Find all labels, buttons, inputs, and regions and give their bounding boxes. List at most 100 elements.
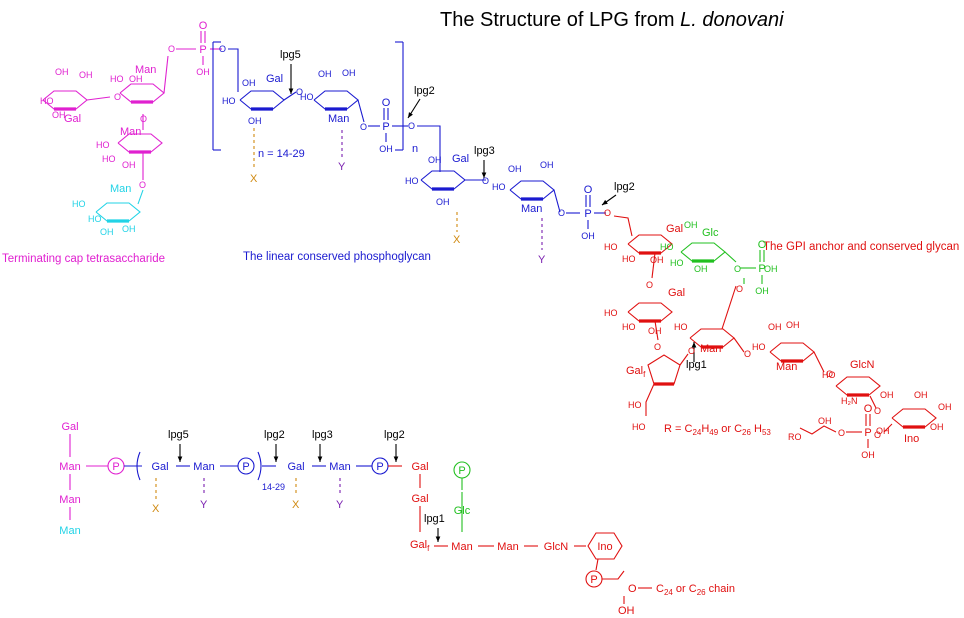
anchor-glcn-ring [835, 376, 881, 396]
pointer-lpg2-upper-label: lpg2 [414, 85, 435, 97]
schem-pointer-lpg2b-label: lpg2 [384, 429, 405, 441]
schem-anchor-gal2: Gal [411, 493, 428, 505]
cap-man3-ho1: HO [72, 199, 86, 209]
backbone-link1 [228, 48, 239, 92]
cap-gal-label: Gal [64, 113, 81, 125]
cap-man1-up [163, 55, 169, 94]
core-man-label: Man [521, 203, 542, 215]
schem-pointer-lpg5-arrow-head [177, 456, 183, 462]
schem-pointer-lpg2b-arrow-head [393, 456, 399, 462]
schem-core-gal: Gal [287, 461, 304, 473]
glc-o-link [724, 251, 737, 263]
anchor-o-mm: O [744, 349, 751, 359]
anchor-o-mg: O [826, 369, 833, 379]
anchor-gal2-oh: OH [648, 326, 662, 336]
schem-anchor-man2: Man [497, 541, 518, 553]
anchor-o-gm: O [688, 346, 695, 356]
schem-pointer-lpg3-label: lpg3 [312, 429, 333, 441]
glc-ho2: HO [670, 258, 684, 268]
pointer-lpg1-struct-label: lpg1 [686, 359, 707, 371]
pointer-lpg1-struct-arrow-head [691, 342, 697, 348]
schem-glc-phosphate [453, 461, 471, 479]
core-x-label: X [453, 234, 461, 246]
glc-phos-oh2: OH [764, 264, 778, 274]
anchor-man2-oh2: OH [786, 320, 800, 330]
cap-man3-ring [95, 202, 141, 222]
repeat-gal-man-link [283, 91, 297, 101]
anchor-galf-ho2: HO [632, 422, 646, 432]
cap-gal-oh3: OH [52, 110, 66, 120]
repeat-man-ring [313, 90, 359, 110]
anchor-ro-label: RO [788, 432, 802, 442]
pointer-lpg5-label: lpg5 [280, 49, 301, 61]
glc-ho: HO [660, 242, 674, 252]
schem-anchor-glcn: GlcN [544, 541, 569, 553]
schem-cap-man2: Man [59, 494, 80, 506]
schem-glc-phosphate-label: P [458, 465, 465, 477]
pointer-lpg2-upper-arrow-head [408, 112, 413, 118]
schem-repeat-gal: Gal [151, 461, 168, 473]
cap-phosphate-o-top: O [199, 20, 208, 32]
cap-o-phos: O [168, 44, 175, 54]
cap-link-o3: O [139, 180, 146, 190]
core-link1 [417, 125, 441, 172]
cap-man3-oh2: OH [122, 224, 136, 234]
repeat-man-o [357, 99, 365, 123]
caption-cap: Terminating cap tetrasaccharide [2, 253, 165, 265]
schem-ino-p-link [595, 558, 599, 571]
anchor-o-galf: O [654, 342, 661, 352]
anchor-glcn-ho: HO [822, 370, 836, 380]
anchor-o-gi: O [874, 406, 881, 416]
core-man-o [553, 189, 561, 213]
cap-man3-link [137, 189, 144, 205]
glc-oh1: OH [684, 220, 698, 230]
pointer-lpg5-arrow-head [288, 88, 294, 94]
cap-link-o2: O [140, 114, 147, 124]
repeat-phosphate-p: P [382, 121, 389, 133]
anchor-galf-man-link [679, 353, 689, 366]
anchor-man2-ho: HO [752, 342, 766, 352]
anchor-gal1-label: Gal [666, 223, 683, 235]
schem-core-y: Y [336, 499, 344, 511]
core-o-gm: O [482, 176, 489, 186]
schem-repeat-y: Y [200, 499, 208, 511]
anchor-gal2-ho2: HO [622, 322, 636, 332]
schem-pointer-lpg3-arrow-head [317, 456, 323, 462]
schem-cap-man3: Man [59, 525, 80, 537]
anchor-o-gg: O [646, 280, 653, 290]
schem-repeat-man: Man [193, 461, 214, 473]
glc-phosphate-p: P [758, 263, 765, 275]
cap-gal-oh1: OH [55, 67, 69, 77]
repeat-gal-oh2: OH [248, 116, 262, 126]
schem-repeat-phosphate-label: P [242, 461, 249, 473]
anchor-man1-label: Man [700, 343, 721, 355]
anchor-glcn-nh2: H₂N [841, 396, 858, 406]
core-o-mp: O [558, 208, 565, 218]
repeat-index-n: n [412, 143, 418, 155]
glc-ring [680, 242, 726, 262]
anchor-gal2-galf [654, 320, 659, 341]
anchor-ino-oh5: OH [930, 422, 944, 432]
repeat-phosphate-o-top: O [382, 97, 391, 109]
anchor-ino-oh1: OH [880, 390, 894, 400]
anchor-gal1-oh: OH [650, 255, 664, 265]
repeat-note: n = 14-29 [258, 148, 305, 160]
core-man-ring [509, 180, 555, 200]
core-man-oh2: OH [540, 160, 554, 170]
anchor-glycerol-oh: OH [818, 416, 832, 426]
schem-pointer-lpg2a-arrow-head [273, 456, 279, 462]
repeat-x-label: X [250, 173, 258, 185]
anchor-ino-oh3: OH [938, 402, 952, 412]
schem-repeat-sub: 14-29 [262, 482, 285, 492]
core-gal-ring [420, 170, 466, 190]
schem-anchor-galf: Galf [410, 539, 430, 553]
repeat-man-label: Man [328, 113, 349, 125]
anchor-ino-label: Ino [904, 433, 919, 445]
cap-man1-label: Man [135, 64, 156, 76]
schem-lipid-oh: OH [618, 605, 635, 617]
cap-man1-ring [119, 83, 165, 103]
anchor-glycerol [799, 425, 837, 435]
schem-cap-gal: Gal [61, 421, 78, 433]
anchor-phosphate-o-top: O [864, 403, 873, 415]
